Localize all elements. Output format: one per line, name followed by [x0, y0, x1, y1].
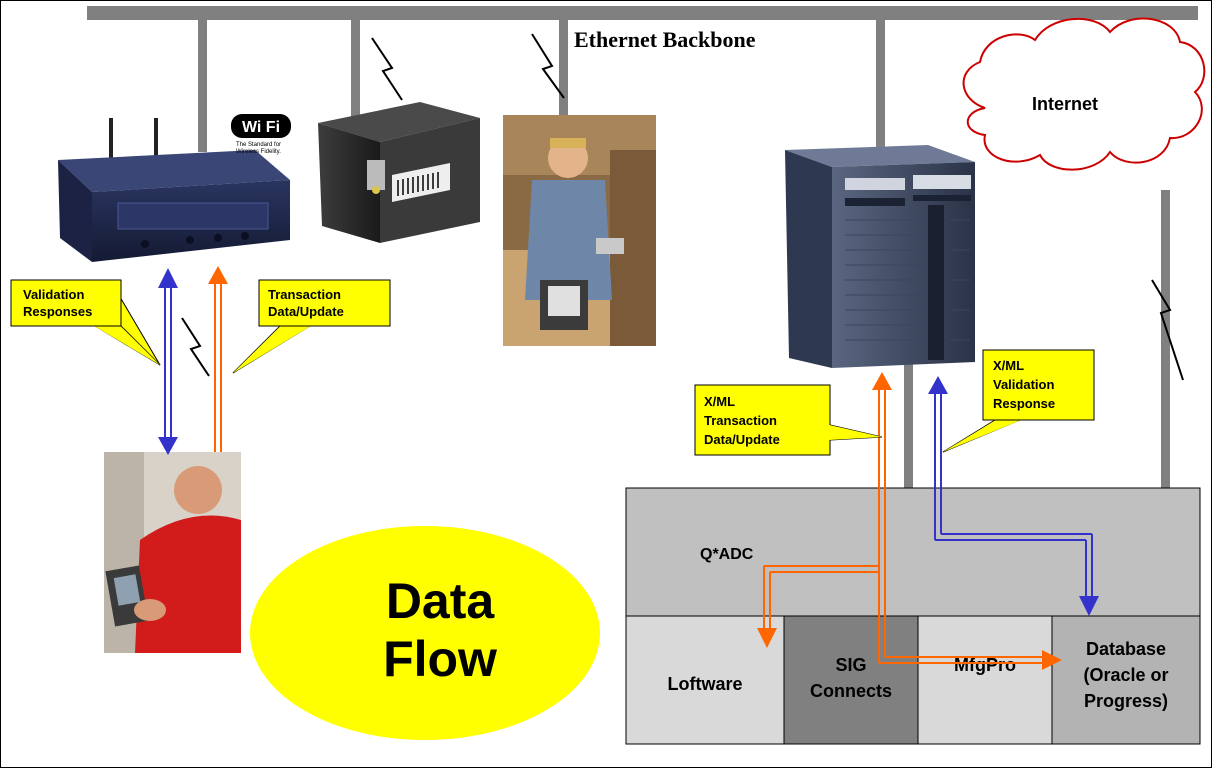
module-mfgpro-label: MfgPro	[954, 655, 1016, 675]
module-sig-label-2: Connects	[810, 681, 892, 701]
xml-transaction-line1: X/ML	[704, 394, 735, 409]
server-drop-line	[876, 20, 885, 148]
transaction-callout-line2: Data/Update	[268, 304, 344, 319]
module-database-label-3: Progress)	[1084, 691, 1168, 711]
wireless-bolts	[181, 33, 1184, 381]
arrow-head-down	[158, 437, 178, 455]
validation-callout: Validation Responses	[10, 279, 161, 366]
wifi-tagline-2: Wireless Fidelity.	[236, 149, 281, 155]
printer-drop-line	[351, 20, 360, 120]
validation-callout-line2: Responses	[23, 304, 92, 319]
xml-validation-callout: X/ML Validation Response	[942, 349, 1095, 453]
transaction-callout-line1: Transaction	[268, 287, 341, 302]
server-tower-image	[785, 145, 975, 368]
xml-validation-line1: X/ML	[993, 358, 1024, 373]
arrow-head-down	[1079, 596, 1099, 616]
ethernet-backbone	[87, 6, 1198, 488]
wifi-logo-text: Wi Fi	[242, 119, 280, 136]
backbone-label: Ethernet Backbone	[574, 27, 756, 52]
module-mfgpro	[917, 615, 1053, 745]
xml-transaction-callout: X/ML Transaction Data/Update	[694, 384, 883, 456]
xml-transaction-flow	[763, 390, 1042, 664]
lightning-icon	[371, 37, 403, 101]
router-drop-line	[198, 20, 207, 152]
lightning-icon	[1151, 279, 1184, 381]
lightning-icon	[181, 317, 210, 377]
module-sig-label-1: SIG	[835, 655, 866, 675]
wifi-logo: Wi Fi The Standard for Wireless Fidelity…	[231, 114, 291, 155]
xml-validation-line3: Response	[993, 396, 1055, 411]
module-loftware-label: Loftware	[667, 674, 742, 694]
module-database-label-1: Database	[1086, 639, 1166, 659]
warehouse-worker-photo	[503, 115, 656, 346]
qadc-box	[625, 487, 1201, 617]
data-flow-title: Data Flow	[250, 526, 600, 740]
server-software-stack: Q*ADC Loftware SIG Connects MfgPro Datab…	[625, 487, 1201, 745]
arrow-head-up	[208, 266, 228, 284]
xml-transaction-line2: Transaction	[704, 413, 777, 428]
arrow-head-up	[872, 372, 892, 390]
title-line1: Data	[386, 573, 496, 629]
wifi-tagline-1: The Standard for	[236, 142, 281, 148]
wireless-router-image	[58, 118, 290, 262]
arrow-head-down	[757, 628, 777, 648]
validation-callout-line1: Validation	[23, 287, 84, 302]
arrow-head-right	[1042, 650, 1062, 670]
module-sig-connects	[783, 615, 919, 745]
module-database-label-2: (Oracle or	[1083, 665, 1168, 685]
arrow-head-up	[158, 268, 178, 288]
module-loftware	[625, 615, 785, 745]
internet-label: Internet	[1032, 94, 1098, 114]
internet-drop-line	[1161, 190, 1170, 488]
module-database	[1051, 615, 1201, 745]
server-to-stack-line	[904, 360, 913, 488]
xml-validation-line2: Validation	[993, 377, 1054, 392]
user-drop-line	[559, 20, 568, 116]
transaction-callout: Transaction Data/Update	[232, 279, 391, 374]
validation-arrow	[158, 268, 178, 455]
lightning-icon	[531, 33, 565, 99]
xml-validation-flow	[934, 394, 1093, 596]
internet-cloud: Internet	[962, 17, 1206, 171]
qadc-label: Q*ADC	[700, 546, 754, 563]
arrow-head-up	[928, 376, 948, 394]
label-printer-image	[318, 102, 480, 243]
title-line2: Flow	[383, 631, 497, 687]
handheld-user-photo	[104, 452, 241, 653]
xml-transaction-line3: Data/Update	[704, 432, 780, 447]
transaction-arrow	[208, 266, 228, 452]
